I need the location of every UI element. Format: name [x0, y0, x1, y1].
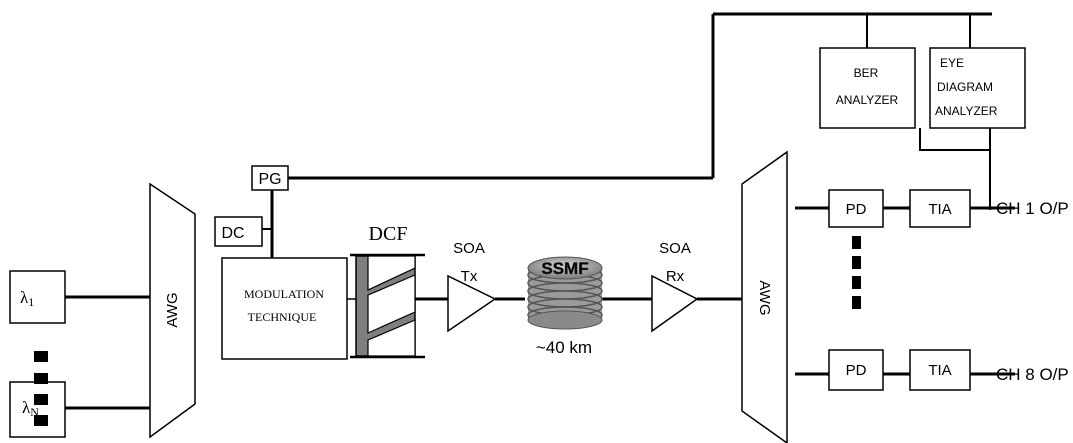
ellipsis-square — [852, 296, 861, 309]
channel-output-label: CH 8 O/P — [996, 365, 1069, 384]
ellipsis-square — [34, 373, 48, 384]
ber-analyzer: BER ANALYZER — [819, 47, 916, 129]
link-analyzers-join — [919, 128, 990, 151]
tia-box — [909, 349, 971, 391]
sources-ellipsis — [34, 351, 48, 426]
awg-mux: AWG — [149, 182, 196, 439]
channel-1: PD TIA CH 1 O/P — [828, 189, 1069, 228]
awg-demux-label: AWG — [756, 280, 773, 315]
connections — [65, 12, 1015, 410]
source-lambda-1: λ1 — [9, 270, 66, 324]
soa-tx: SOA Tx — [447, 240, 497, 333]
source-symbol: λ — [22, 398, 31, 417]
spool-bottom — [527, 310, 603, 330]
ellipsis-square — [34, 415, 48, 426]
pd-box — [828, 189, 884, 228]
ssmf-spool: SSMF ~40 km — [527, 256, 603, 357]
source-subscript: N — [30, 405, 39, 419]
ellipsis-square — [852, 276, 861, 289]
pg-label: PG — [258, 171, 281, 188]
source-box — [9, 270, 66, 324]
tia-box — [909, 189, 971, 228]
dcf-white-slant — [367, 319, 416, 357]
dc-label: DC — [221, 225, 244, 242]
soa-rx-triangle — [651, 274, 699, 333]
junction-dot — [988, 206, 992, 210]
soa-rx-label-line1: SOA — [659, 240, 691, 257]
ssmf-label: SSMF — [541, 259, 588, 278]
eye-label-line1: EYE — [940, 56, 964, 70]
dc-block: DC — [214, 216, 263, 247]
dc-box — [214, 216, 263, 247]
source-symbol: λ — [20, 288, 29, 307]
tia-label: TIA — [928, 201, 951, 218]
source-label: λN — [22, 398, 39, 419]
ellipsis-square — [34, 351, 48, 362]
modulation-block: MODULATION TECHNIQUE — [221, 257, 348, 360]
awg-trapezoid — [149, 182, 196, 439]
eye-label-line2: DIAGRAM — [937, 80, 993, 94]
channel-output-label: CH 1 O/P — [996, 199, 1069, 218]
soa-tx-label-line1: SOA — [453, 240, 485, 257]
ber-label-line1: BER — [854, 66, 879, 80]
dcf-label: DCF — [369, 223, 408, 245]
ber-label-line2: ANALYZER — [836, 93, 899, 107]
dcf-block: DCF — [350, 223, 425, 359]
modulation-label-line2: TECHNIQUE — [248, 310, 317, 324]
awg-mux-label: AWG — [164, 292, 181, 327]
soa-rx: SOA Rx — [651, 240, 699, 333]
pg-block: PG — [251, 165, 289, 191]
source-label: λ1 — [20, 288, 34, 309]
source-lambda-n: λN — [9, 381, 66, 438]
eye-diagram-analyzer: EYE DIAGRAM ANALYZER — [929, 47, 1026, 129]
ellipsis-square — [852, 236, 861, 249]
ellipsis-square — [852, 256, 861, 269]
source-subscript: 1 — [28, 295, 34, 309]
channel-8: PD TIA CH 8 O/P — [828, 349, 1069, 391]
awg-trapezoid — [741, 150, 788, 443]
tia-label: TIA — [928, 362, 951, 379]
soa-tx-triangle — [447, 274, 497, 333]
eye-label-line3: ANALYZER — [935, 104, 998, 118]
modulation-box — [221, 257, 348, 360]
modulation-label-line1: MODULATION — [244, 287, 324, 301]
source-box — [9, 381, 66, 438]
spool-top — [527, 256, 603, 280]
pd-label: PD — [846, 201, 867, 218]
channels-ellipsis — [852, 236, 861, 309]
pg-box — [251, 165, 289, 191]
awg-demux: AWG — [741, 150, 788, 443]
eye-box — [929, 47, 1026, 129]
pd-box — [828, 349, 884, 391]
dcf-white-slant — [367, 255, 416, 291]
soa-tx-label-line2: Tx — [461, 268, 478, 285]
ellipsis-square — [34, 394, 48, 405]
ber-box — [819, 47, 916, 129]
fiber-length-label: ~40 km — [536, 338, 592, 357]
dcf-white-slant — [367, 274, 416, 334]
soa-rx-label-line2: Rx — [666, 268, 685, 285]
pd-label: PD — [846, 362, 867, 379]
